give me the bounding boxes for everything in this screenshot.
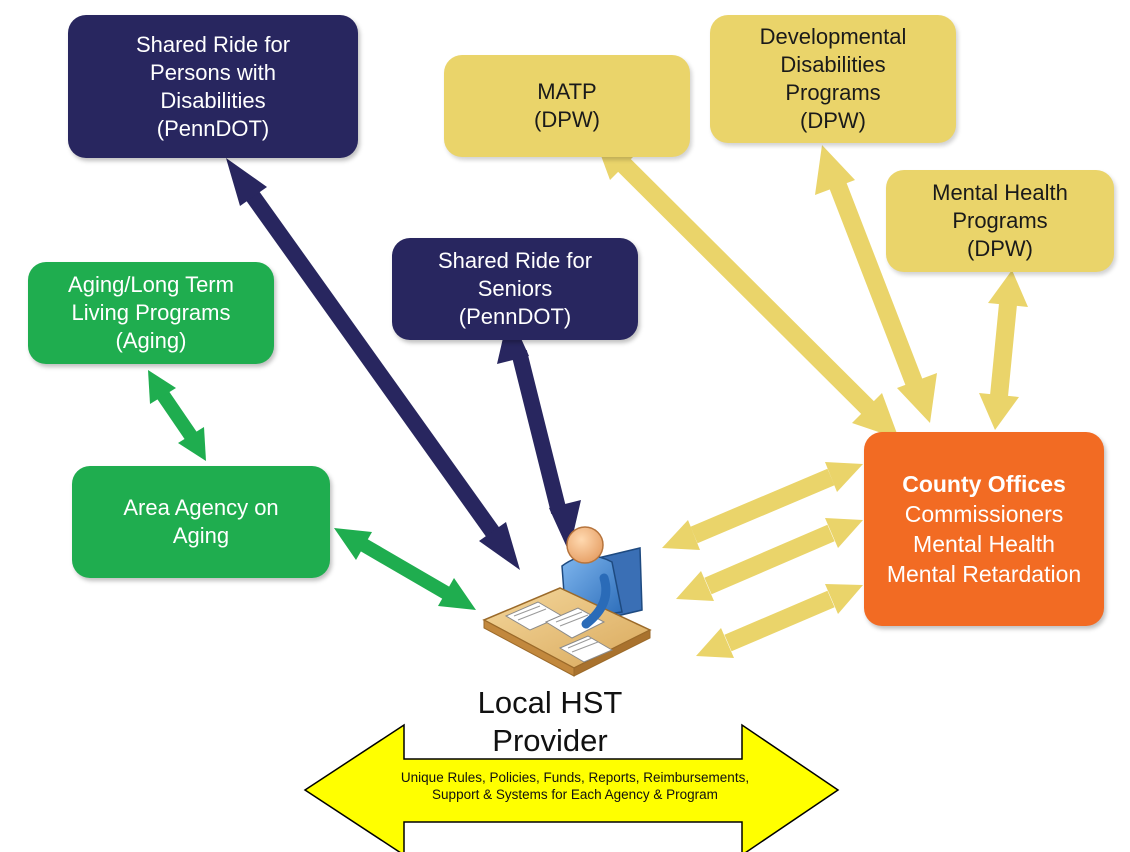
node-matp: MATP (DPW): [444, 55, 690, 157]
node-line: Seniors: [477, 276, 553, 301]
node-line: (Aging): [115, 328, 187, 353]
node-line: Living Programs: [71, 300, 231, 325]
node-county-offices: County Offices Commissioners Mental Heal…: [864, 432, 1104, 626]
node-shared-ride-disabilities: Shared Ride for Persons with Disabilitie…: [68, 15, 358, 158]
node-line: Aging: [172, 523, 230, 548]
node-line: Mental Health: [932, 180, 1068, 205]
node-line: (DPW): [534, 107, 600, 132]
node-aging-programs: Aging/Long Term Living Programs (Aging): [28, 262, 274, 364]
person-at-desk-icon: [482, 526, 652, 677]
node-line: Shared Ride for: [135, 31, 291, 57]
banner-text: Unique Rules, Policies, Funds, Reports, …: [320, 769, 830, 803]
arrow-seniors-provider: [497, 312, 581, 552]
provider-label: Local HST Provider: [440, 684, 660, 760]
node-line: (DPW): [800, 108, 866, 133]
arrow-provider-county-3: [696, 584, 863, 658]
arrow-aging-areaagency: [148, 370, 206, 461]
county-offices-title: County Offices: [902, 471, 1066, 497]
banner-line: Unique Rules, Policies, Funds, Reports, …: [400, 770, 750, 785]
provider-label-line: Local HST: [477, 685, 623, 720]
arrow-developmental-county: [815, 145, 937, 423]
node-line: (DPW): [967, 236, 1033, 261]
node-line: Mental Retardation: [886, 561, 1082, 587]
arrow-provider-county-1: [662, 462, 863, 550]
node-line: Programs: [785, 80, 881, 105]
node-line: (PennDOT): [156, 115, 270, 141]
banner-line: Support & Systems for Each Agency & Prog…: [432, 787, 718, 802]
arrow-disabilities-provider: [226, 158, 520, 570]
node-shared-ride-seniors: Shared Ride for Seniors (PennDOT): [392, 238, 638, 340]
node-line: Shared Ride for: [437, 248, 593, 273]
arrow-provider-county-2: [676, 518, 863, 601]
banner-arrow: [303, 723, 840, 852]
node-line: MATP: [537, 79, 597, 104]
node-line: Programs: [952, 208, 1048, 233]
arrow-areaagency-provider: [334, 528, 476, 610]
node-line: Mental Health: [913, 531, 1055, 557]
node-line: Developmental: [759, 24, 907, 49]
node-line: Disabilities: [780, 52, 886, 77]
node-line: (PennDOT): [458, 304, 572, 329]
node-line: Disabilities: [160, 87, 266, 113]
node-mental-health: Mental Health Programs (DPW): [886, 170, 1114, 272]
provider-label-line: Provider: [492, 723, 608, 758]
node-area-agency: Area Agency on Aging: [72, 466, 330, 578]
node-line: Persons with: [150, 59, 276, 85]
node-developmental: Developmental Disabilities Programs (DPW…: [710, 15, 956, 143]
node-line: Commissioners: [904, 501, 1064, 527]
node-line: Aging/Long Term: [68, 272, 234, 297]
node-line: Area Agency on: [123, 495, 279, 520]
arrow-mentalhealth-county: [979, 270, 1028, 430]
